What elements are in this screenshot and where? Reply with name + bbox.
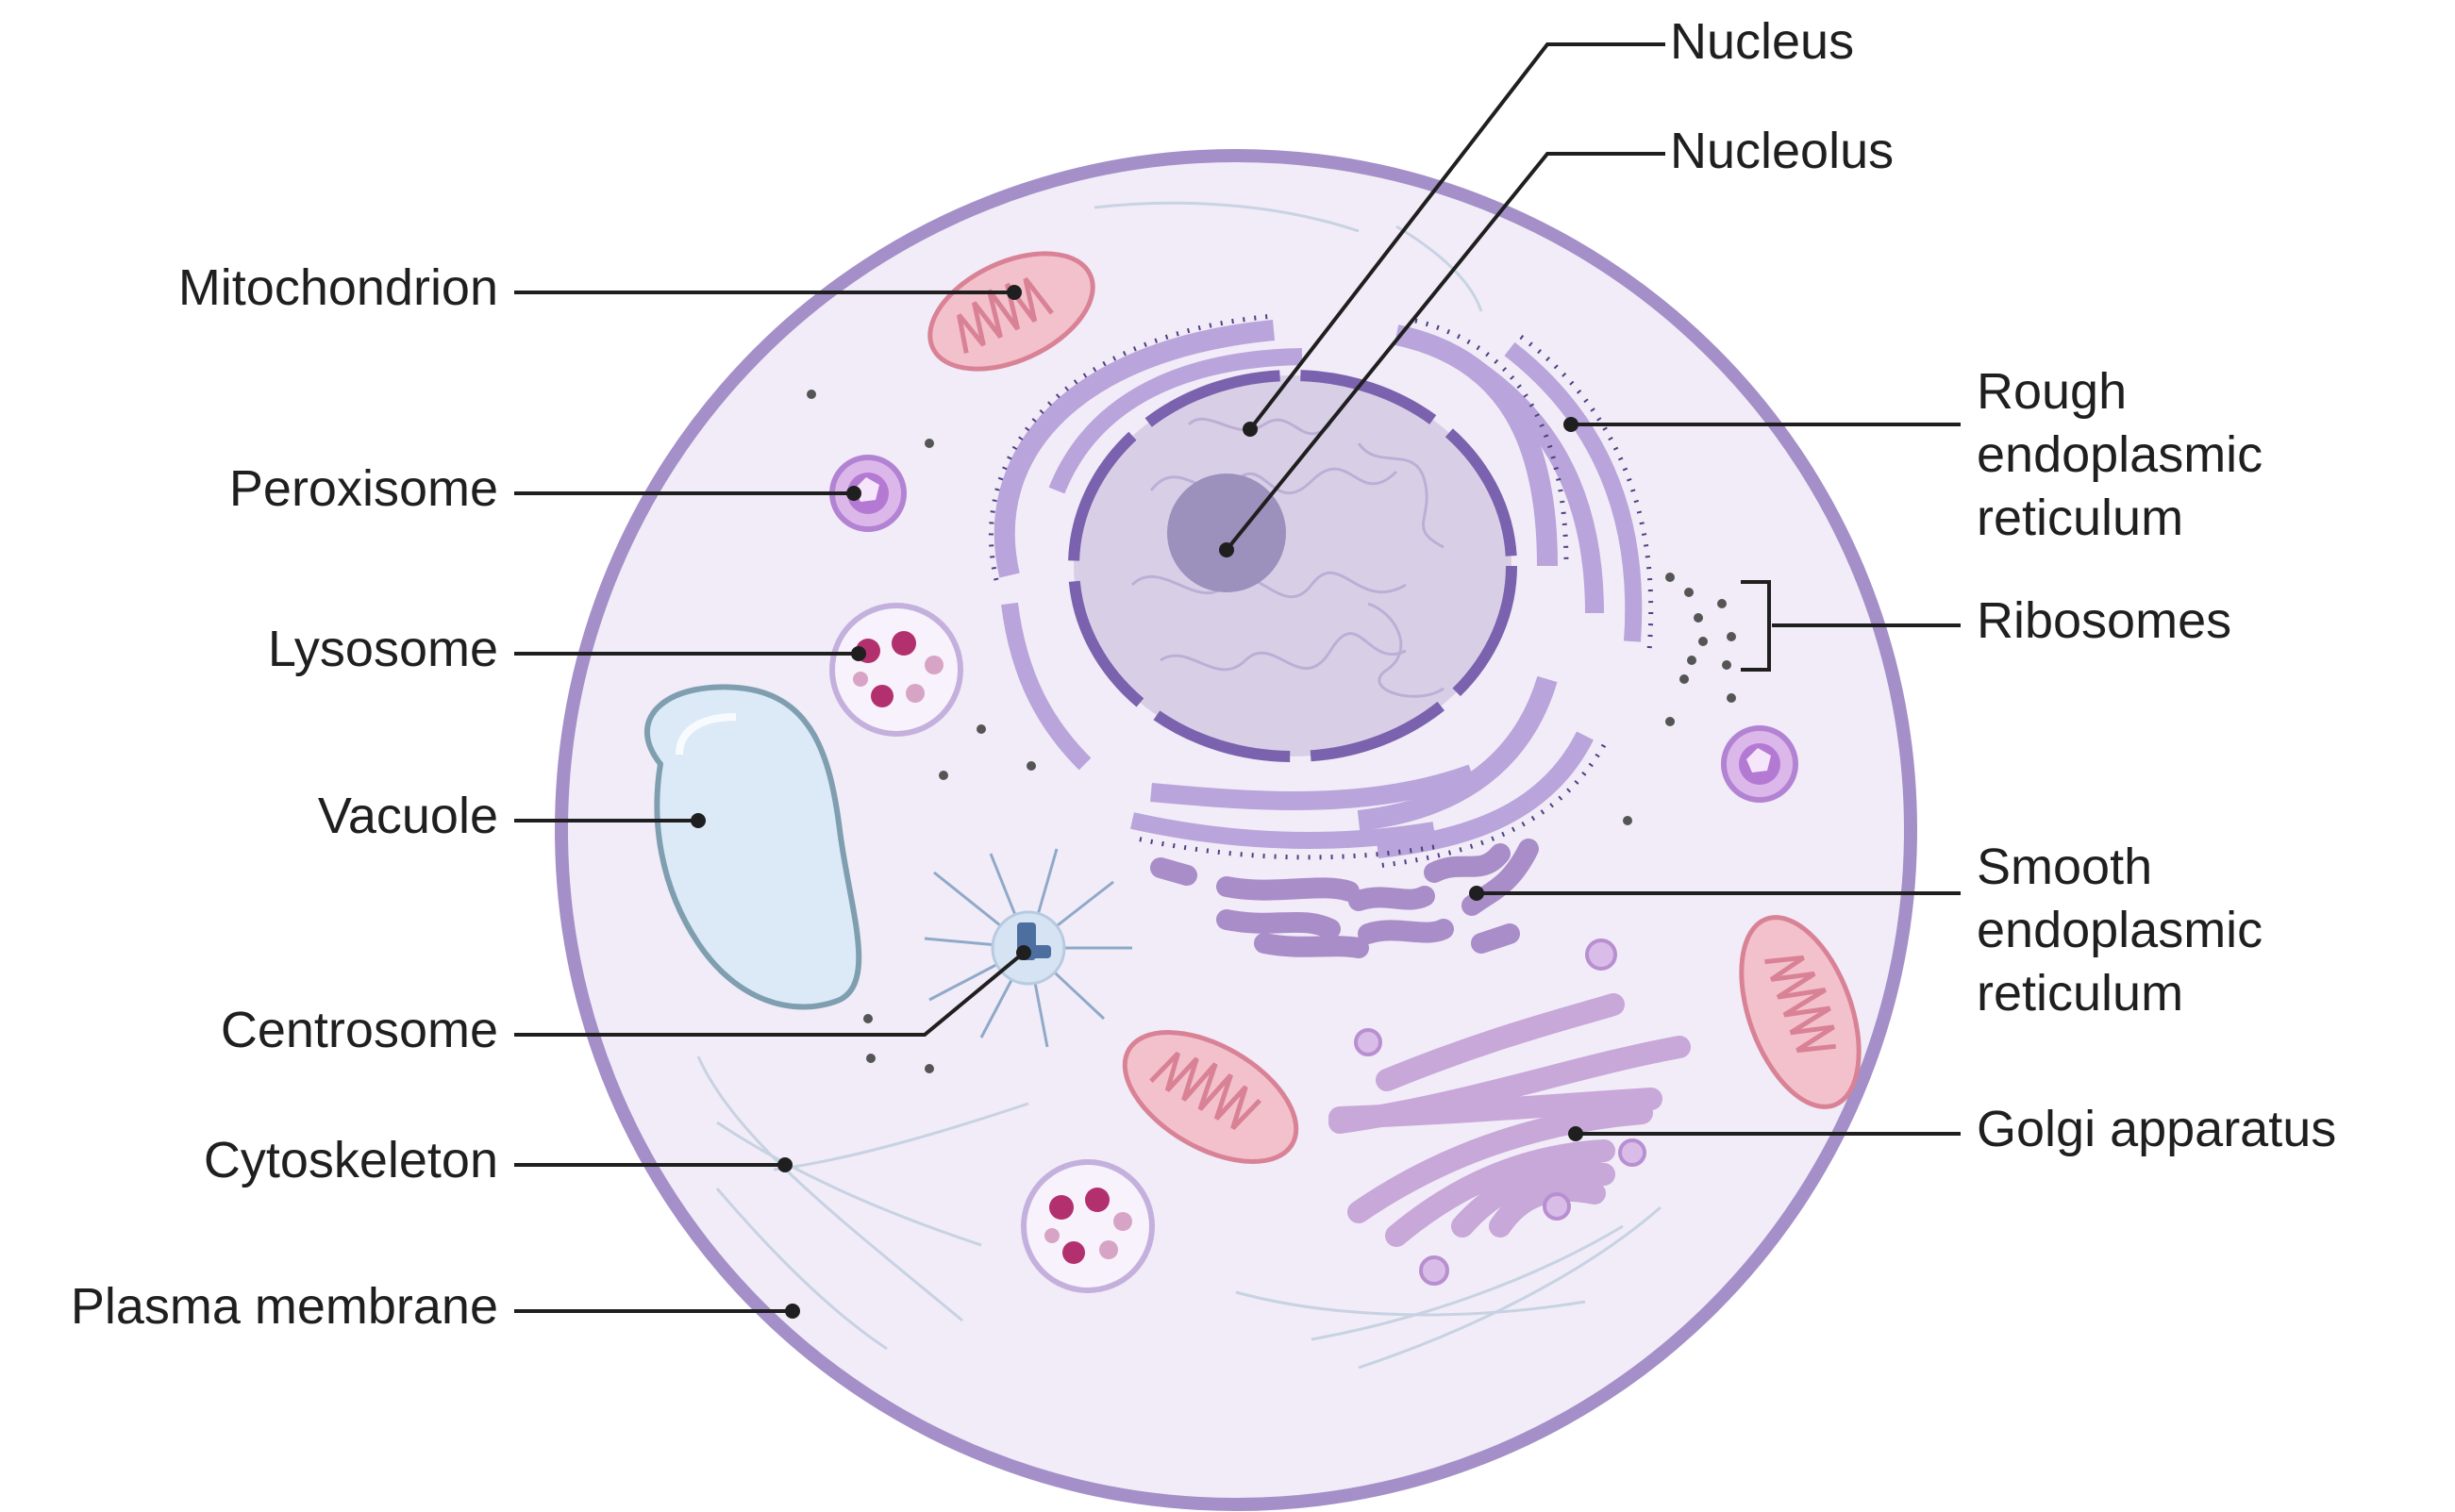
label-rough-er-line3: reticulum xyxy=(1977,490,2183,546)
label-centrosome: Centrosome xyxy=(221,1002,498,1058)
label-cytoskeleton: Cytoskeleton xyxy=(204,1132,498,1188)
ribosome-bracket xyxy=(1741,580,1771,672)
nucleus xyxy=(1068,370,1517,762)
label-golgi-apparatus: Golgi apparatus xyxy=(1977,1101,2336,1157)
lysosome-top xyxy=(829,603,963,737)
lysosome-bottom xyxy=(1021,1159,1155,1293)
vacuole xyxy=(644,684,862,1010)
label-nucleus: Nucleus xyxy=(1670,13,1854,70)
mitochondrion-middle xyxy=(1122,1030,1299,1164)
label-peroxisome: Peroxisome xyxy=(229,460,498,517)
cytoskeleton xyxy=(696,201,1662,1370)
leader-lines xyxy=(514,42,1961,1319)
label-smooth-er-line2: endoplasmic xyxy=(1977,902,2263,958)
mitochondrion-right xyxy=(1739,915,1862,1109)
golgi-vesicles xyxy=(1354,939,1646,1286)
rough-er-ribosomes xyxy=(988,313,1654,869)
ribosome-cluster xyxy=(1665,573,1736,703)
peroxisome-left xyxy=(829,455,907,532)
golgi-apparatus xyxy=(1328,993,1691,1247)
cytoplasm-ribosomes xyxy=(807,390,1675,1073)
label-lysosome: Lysosome xyxy=(268,621,498,677)
peroxisome-right xyxy=(1721,725,1798,803)
label-mitochondrion: Mitochondrion xyxy=(178,259,498,316)
rough-er xyxy=(994,320,1643,858)
label-smooth-er-line3: reticulum xyxy=(1977,965,2183,1022)
label-vacuole: Vacuole xyxy=(318,788,498,844)
label-rough-er-line2: endoplasmic xyxy=(1977,426,2263,483)
smooth-er xyxy=(1150,839,1539,958)
label-rough-er-line1: Rough xyxy=(1977,363,2127,420)
label-plasma-membrane: Plasma membrane xyxy=(71,1278,498,1335)
label-nucleolus: Nucleolus xyxy=(1670,123,1894,179)
label-ribosomes: Ribosomes xyxy=(1977,592,2231,649)
nuclear-envelope xyxy=(1068,370,1517,762)
chromatin xyxy=(1130,417,1445,698)
labels: Nucleus Nucleolus Mitochondrion Peroxiso… xyxy=(71,13,2336,1335)
mitochondrion-top xyxy=(927,251,1095,372)
nucleolus xyxy=(1167,474,1286,592)
label-smooth-er-line1: Smooth xyxy=(1977,839,2152,895)
